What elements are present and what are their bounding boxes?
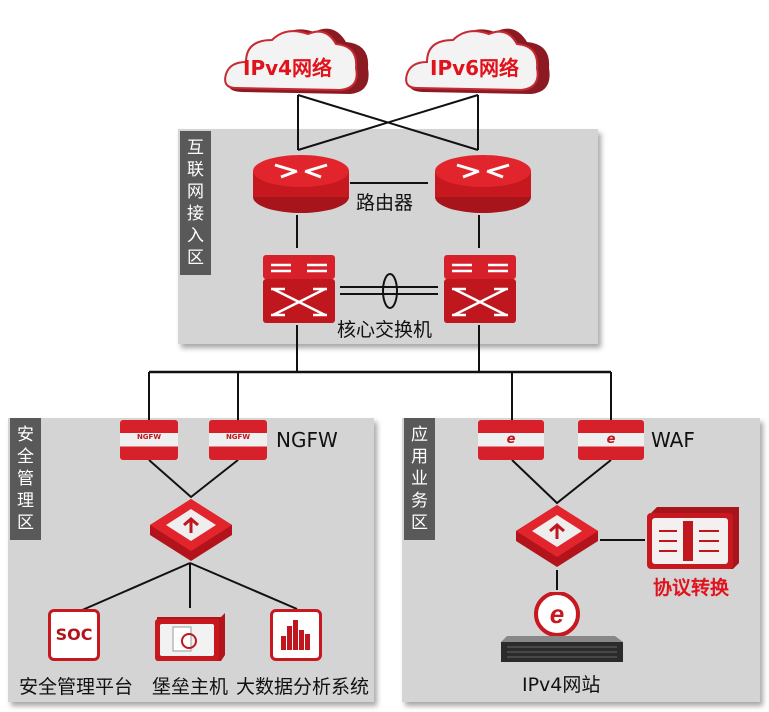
zone-label-internet-access: 互 联 网 接 入 区 [180,131,211,275]
ipv4-website-label: IPv4网站 [522,674,601,696]
zone-char: 区 [411,513,428,533]
bar-chart-icon [281,620,310,650]
cloud-icon [224,28,369,95]
zone-char: 互 [187,138,204,158]
access-switch-icon [150,499,232,561]
zone-label-app-business: 应 用 业 务 区 [404,418,435,540]
soc-label: 安全管理平台 [19,676,134,698]
protocol-conversion-label: 协议转换 [653,577,730,599]
bigdata-analysis-icon [270,609,322,661]
zone-char: 网 [187,182,204,202]
wire-cross-b [297,94,479,151]
zone-char: 入 [187,226,204,246]
ie-e-icon: e [506,432,516,447]
waf-firewall-1: e [478,420,544,460]
ie-e-icon: e [606,432,616,447]
waf-label: WAF [651,428,695,452]
cloud-label-ipv6: IPv6网络 [430,56,520,80]
svg-text:e: e [550,599,564,629]
core-switch-icon [263,255,335,323]
ngfw-firewall-1: NGFW [120,420,178,460]
wire-ngfw1-hub [148,459,239,499]
zone-char: 区 [17,513,34,533]
zone-char: 联 [187,160,204,180]
zone-label-security-mgmt: 安 全 管 理 区 [10,418,41,540]
ipv4-website-server-icon: e [501,592,623,662]
ngfw-firewall-2: NGFW [209,420,267,460]
zone-char: 管 [17,469,34,489]
zone-char: 接 [187,204,204,224]
zone-char: 业 [411,469,428,489]
router-icon [253,155,349,213]
zone-char: 务 [411,491,428,511]
zone-char: 理 [17,491,34,511]
ngfw-label: NGFW [276,428,338,452]
router-label: 路由器 [356,192,414,214]
zone-char: 全 [17,447,34,467]
soc-platform-icon: SOC [48,609,100,661]
soc-badge: SOC [55,625,93,644]
zone-char: 区 [187,248,204,268]
cloud-icon [405,28,550,95]
bastion-host-icon [155,613,225,661]
bigdata-label: 大数据分析系统 [236,676,370,698]
zone-char: 用 [411,447,428,467]
link-aggregation-ring [382,273,398,309]
ngfw-badge: NGFW [225,433,251,441]
zone-char: 安 [17,425,34,445]
protocol-conversion-icon [647,507,739,569]
bastion-label: 堡垒主机 [152,676,229,698]
zone-char: 应 [411,425,428,445]
core-switch-icon [444,255,516,323]
router-icon [435,155,531,213]
cloud-label-ipv4: IPv4网络 [243,56,333,80]
wire-waf-hub [511,459,612,505]
core-switch-label: 核心交换机 [337,319,433,341]
access-switch-icon [516,505,598,567]
waf-firewall-2: e [578,420,644,460]
ngfw-badge: NGFW [136,433,162,441]
wire-hub-soc [79,562,191,612]
wire-hub-bigdata [189,562,298,610]
